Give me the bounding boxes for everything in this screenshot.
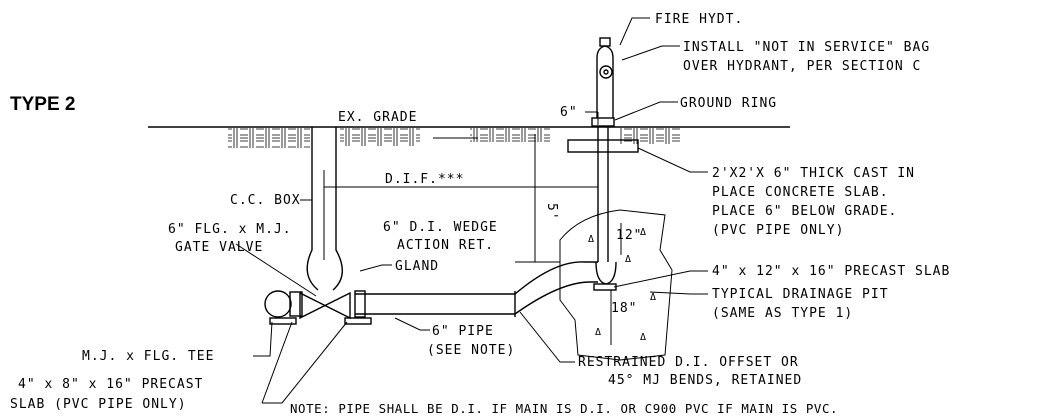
label-pipe-2: (SEE NOTE)	[427, 343, 515, 358]
soil-hatch	[228, 128, 310, 148]
precast-slab-tee	[269, 317, 297, 325]
label-precast-12-16: 4" x 12" x 16" PRECAST SLAB	[712, 264, 950, 279]
soil-hatch	[470, 128, 550, 142]
label-eighteen-in: 18"	[611, 301, 637, 316]
label-precast-8-2: SLAB (PVC PIPE ONLY)	[10, 397, 187, 412]
gate-valve	[299, 291, 351, 320]
label-fire-hydrant: FIRE HYDT.	[655, 12, 743, 27]
label-pipe-1: 6" PIPE	[432, 324, 494, 339]
svg-text:Δ: Δ	[588, 234, 595, 245]
label-slab-note-2: PLACE CONCRETE SLAB.	[712, 185, 889, 200]
label-wedge-2: ACTION RET.	[397, 238, 494, 253]
svg-text:Δ: Δ	[595, 327, 602, 338]
label-slab-note-4: (PVC PIPE ONLY)	[712, 223, 844, 238]
label-cc-box: C.C. BOX	[230, 193, 301, 208]
hydrant-nozzle-inner	[603, 69, 609, 75]
label-gate-valve-2: GATE VALVE	[175, 240, 263, 255]
soil-hatch	[340, 128, 420, 146]
drainage-pit	[559, 209, 673, 361]
tee-flange	[289, 291, 303, 317]
label-five-ft: 5'	[544, 203, 559, 221]
svg-text:Δ: Δ	[640, 227, 647, 238]
soil-hatch	[620, 128, 680, 144]
label-bag-note-1: INSTALL "NOT IN SERVICE" BAG	[683, 40, 930, 55]
drawing-title: TYPE 2	[10, 94, 75, 115]
svg-text:Δ: Δ	[625, 254, 632, 265]
label-gate-valve-1: 6" FLG. x M.J.	[168, 222, 292, 237]
label-drain-pit-1: TYPICAL DRAINAGE PIT	[712, 287, 889, 302]
label-ex-grade: EX. GRADE	[338, 110, 417, 125]
label-wedge-1: 6" D.I. WEDGE	[383, 220, 498, 235]
cc-box	[306, 127, 343, 291]
label-six-inch: 6"	[560, 105, 578, 120]
pit-gravel: Δ Δ Δ Δ Δ Δ	[588, 227, 657, 343]
ground-ring	[591, 117, 615, 127]
svg-text:Δ: Δ	[640, 332, 647, 343]
label-bag-note-2: OVER HYDRANT, PER SECTION C	[683, 59, 921, 74]
label-gland: GLAND	[395, 259, 439, 274]
precast-slab-valve	[344, 317, 372, 325]
label-drain-pit-2: (SAME AS TYPE 1)	[712, 306, 853, 321]
label-note: NOTE: PIPE SHALL BE D.I. IF MAIN IS D.I.…	[290, 401, 838, 416]
label-ground-ring: GROUND RING	[680, 96, 777, 111]
offset-bend	[514, 261, 598, 315]
concrete-slab	[567, 139, 639, 153]
label-precast-8-1: 4" x 8" x 16" PRECAST	[18, 377, 203, 392]
leader-lines	[235, 17, 708, 404]
wedge-gland	[354, 290, 366, 318]
label-slab-note-3: PLACE 6" BELOW GRADE.	[712, 204, 897, 219]
label-slab-note-1: 2'X2'X 6" THICK CAST IN	[712, 166, 915, 181]
hydrant-nozzle	[599, 65, 613, 79]
hydrant-shoe	[595, 261, 617, 285]
precast-slab-hydrant	[593, 283, 617, 291]
label-tee: M.J. x FLG. TEE	[82, 349, 214, 364]
tee-fitting	[264, 290, 292, 318]
label-offset-1: RESTRAINED D.I. OFFSET OR	[578, 355, 799, 370]
hydrant-cap	[599, 37, 611, 47]
svg-text:Δ: Δ	[650, 292, 657, 303]
hydrant-barrel	[596, 45, 614, 118]
label-offset-2: 45° MJ BENDS, RETAINED	[608, 373, 802, 388]
label-twelve-in: 12"	[616, 228, 642, 243]
label-dif: D.I.F.***	[385, 172, 464, 187]
